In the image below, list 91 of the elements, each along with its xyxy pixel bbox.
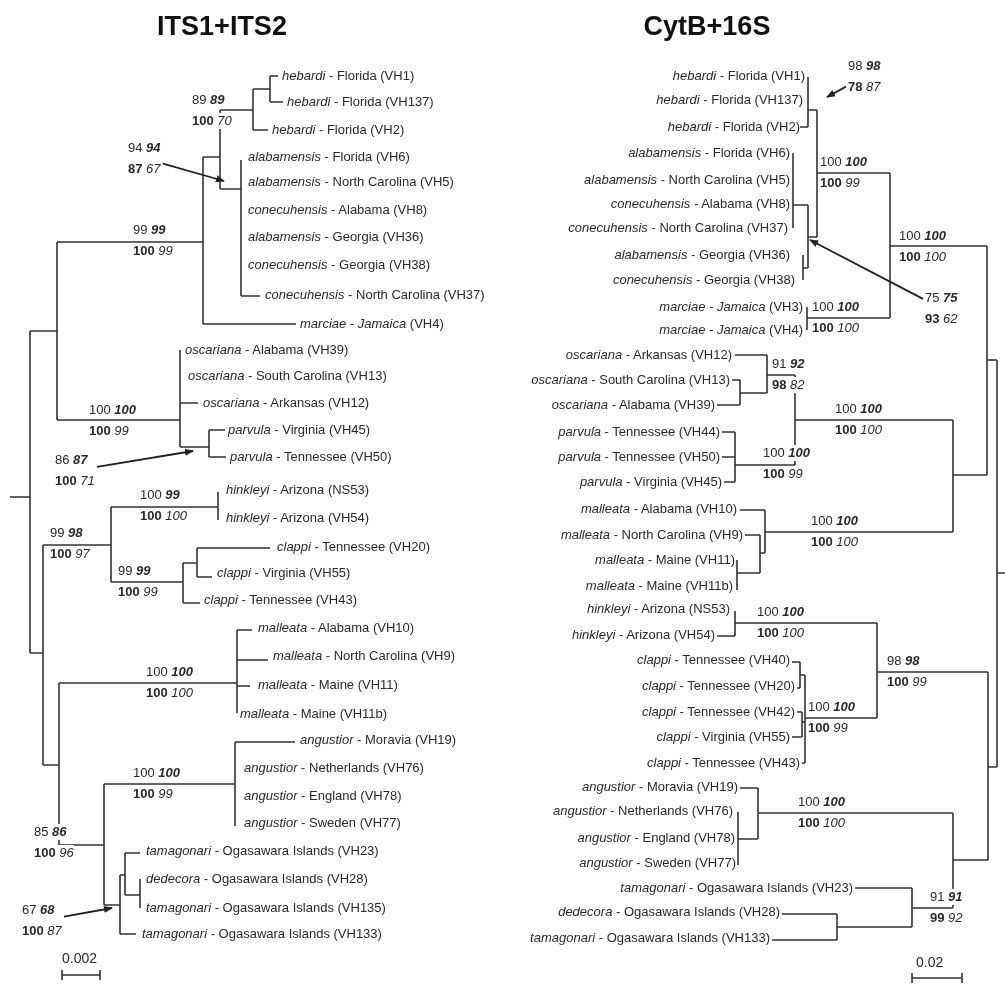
taxon-label: angustior - Netherlands (VH76)	[244, 760, 424, 776]
taxon-label: malleata - North Carolina (VH9)	[273, 648, 456, 664]
support-values: 67 68	[22, 902, 56, 918]
taxon-label: malleata - Alabama (VH10)	[258, 620, 415, 636]
taxon-label: angustior - Moravia (VH19)	[581, 779, 738, 795]
taxon-label: malleata - Maine (VH11b)	[585, 578, 733, 594]
taxon-label: hebardi - Florida (VH2)	[667, 119, 800, 135]
taxon-label: hebardi - Florida (VH2)	[272, 122, 405, 138]
support-values: 100 100	[763, 445, 810, 461]
taxon-label: marciae - Jamaica (VH4)	[659, 322, 803, 338]
taxon-label: hinkleyi - Arizona (VH54)	[226, 510, 370, 526]
taxon-label: conecuhensis - Alabama (VH8)	[610, 196, 790, 212]
taxon-label: dedecora - Ogasawara Islands (VH28)	[558, 904, 780, 920]
taxon-label: conecuhensis - North Carolina (VH37)	[568, 220, 788, 236]
tree-title: CytB+16S	[643, 9, 771, 43]
taxon-label: conecuhensis - North Carolina (VH37)	[265, 287, 485, 303]
arrow	[162, 162, 225, 183]
taxon-label: clappi - Tennessee (VH43)	[647, 755, 800, 771]
taxon-label: conecuhensis - Georgia (VH38)	[248, 257, 431, 273]
taxon-label: hebardi - Florida (VH137)	[656, 92, 803, 108]
taxon-label: alabamensis - Georgia (VH36)	[248, 229, 424, 245]
support-values: 91 91	[930, 889, 963, 905]
taxon-label: angustior - England (VH78)	[577, 830, 735, 846]
taxon-label: alabamensis - Florida (VH6)	[248, 149, 410, 165]
taxon-label: parvula - Virginia (VH45)	[228, 422, 371, 438]
taxon-label: clappi - Virginia (VH55)	[656, 729, 790, 745]
support-values: 100 70	[192, 113, 232, 129]
taxon-label: malleata - Maine (VH11)	[595, 552, 735, 568]
support-values: 93 62	[925, 311, 958, 327]
taxon-label: hinkleyi - Arizona (VH54)	[571, 627, 715, 643]
support-values: 78 87	[848, 79, 881, 95]
taxon-label: tamagonari - Ogasawara Islands (VH23)	[146, 843, 379, 859]
support-values: 100 71	[55, 473, 95, 489]
taxon-label: oscariana - Arkansas (VH12)	[203, 395, 370, 411]
support-values: 100 87	[22, 923, 62, 939]
taxon-label: dedecora - Ogasawara Islands (VH28)	[146, 871, 368, 887]
taxon-label: malleata - North Carolina (VH9)	[560, 527, 743, 543]
taxon-label: angustior - Sweden (VH77)	[244, 815, 401, 831]
support-values: 75 75	[925, 290, 958, 306]
arrow	[96, 448, 194, 468]
arrow	[826, 85, 847, 98]
taxon-label: hebardi - Florida (VH137)	[287, 94, 434, 110]
taxon-label: angustior - Moravia (VH19)	[300, 732, 457, 748]
arrow	[63, 905, 113, 918]
support-values: 94 94	[128, 140, 161, 156]
taxon-label: malleata - Maine (VH11b)	[240, 706, 388, 722]
taxon-label: tamagonari - Ogasawara Islands (VH133)	[142, 926, 382, 942]
taxon-label: alabamensis - North Carolina (VH5)	[584, 172, 790, 188]
arrow	[809, 239, 924, 300]
support-values: 98 98	[848, 58, 881, 74]
taxon-label: angustior - Sweden (VH77)	[579, 855, 736, 871]
taxon-label: oscariana - Alabama (VH39)	[185, 342, 349, 358]
taxon-label: marciae - Jamaica (VH3)	[659, 299, 803, 315]
taxon-label: angustior - Netherlands (VH76)	[553, 803, 733, 819]
taxon-label: tamagonari - Ogasawara Islands (VH133)	[530, 930, 770, 946]
taxon-label: clappi - Tennessee (VH20)	[642, 678, 795, 694]
taxon-label: parvula - Virginia (VH45)	[579, 474, 722, 490]
taxon-label: hinkleyi - Arizona (NS53)	[586, 601, 730, 617]
taxon-label: oscariana - Alabama (VH39)	[551, 397, 715, 413]
taxon-label: malleata - Alabama (VH10)	[580, 501, 737, 517]
taxon-label: tamagonari - Ogasawara Islands (VH135)	[146, 900, 386, 916]
taxon-label: conecuhensis - Georgia (VH38)	[612, 272, 795, 288]
taxon-label: hebardi - Florida (VH1)	[282, 68, 415, 84]
taxon-label: oscariana - South Carolina (VH13)	[188, 368, 387, 384]
taxon-label: oscariana - Arkansas (VH12)	[565, 347, 732, 363]
taxon-label: oscariana - South Carolina (VH13)	[531, 372, 730, 388]
taxon-label: alabamensis - Florida (VH6)	[628, 145, 790, 161]
support-values: 98 82	[772, 377, 805, 393]
taxon-label: parvula - Tennessee (VH44)	[558, 424, 720, 440]
support-values: 87 67	[128, 161, 161, 177]
scale-value: 0.002	[62, 950, 98, 966]
tree-title: ITS1+ITS2	[157, 9, 287, 43]
taxon-label: clappi - Virginia (VH55)	[217, 565, 351, 581]
taxon-label: alabamensis - North Carolina (VH5)	[248, 174, 454, 190]
scale-value: 0.02	[916, 954, 944, 970]
taxon-label: hinkleyi - Arizona (NS53)	[226, 482, 370, 498]
taxon-label: hebardi - Florida (VH1)	[672, 68, 805, 84]
taxon-label: parvula - Tennessee (VH50)	[558, 449, 720, 465]
taxon-label: clappi - Tennessee (VH42)	[642, 704, 795, 720]
taxon-label: tamagonari - Ogasawara Islands (VH23)	[620, 880, 853, 896]
taxon-label: clappi - Tennessee (VH20)	[277, 539, 430, 555]
support-values: 86 87	[55, 452, 89, 468]
taxon-label: clappi - Tennessee (VH43)	[204, 592, 357, 608]
taxon-label: parvula - Tennessee (VH50)	[230, 449, 392, 465]
taxon-label: angustior - England (VH78)	[244, 788, 402, 804]
taxon-label: clappi - Tennessee (VH40)	[637, 652, 790, 668]
taxon-label: malleata - Maine (VH11)	[258, 677, 398, 693]
taxon-label: marciae - Jamaica (VH4)	[300, 316, 444, 332]
taxon-label: alabamensis - Georgia (VH36)	[614, 247, 790, 263]
support-values: 85 86	[34, 824, 67, 840]
taxon-label: conecuhensis - Alabama (VH8)	[248, 202, 428, 218]
